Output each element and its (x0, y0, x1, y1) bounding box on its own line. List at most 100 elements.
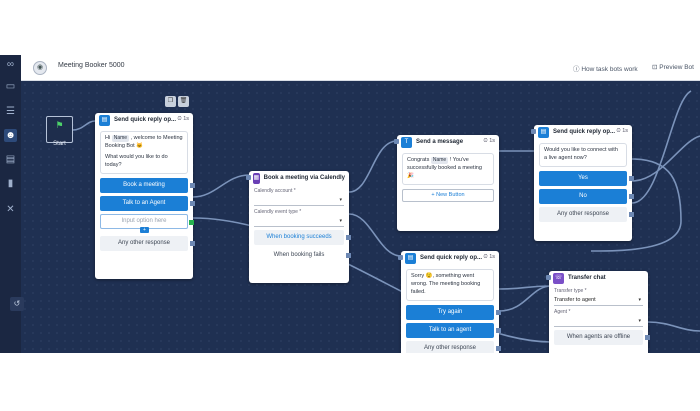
quick-reply-node-live-agent[interactable]: ▤ Send quick reply op... ⏲ 1s Would you … (531, 125, 634, 241)
node-header: ▤ Send quick reply op... ⏲ 1s (401, 251, 499, 265)
bot-name[interactable]: Meeting Booker 5000 (58, 62, 125, 69)
flow-canvas[interactable]: ⚑ Start ❐ 🗑 ▤ Send quick reply op... ⏲ 1… (21, 81, 700, 353)
question-text: What would you like to do today? (105, 153, 168, 168)
output-port[interactable] (346, 253, 351, 258)
output-port[interactable] (629, 193, 634, 199)
chevron-down-icon: ▾ (339, 197, 342, 203)
send-message-node[interactable]: T Send a message ⏲ 1s Congrats Name ! Yo… (394, 135, 499, 231)
wire-succeeds-message (348, 140, 398, 193)
wire-start-reply1 (72, 120, 96, 131)
option-input[interactable]: Input option here+ (100, 213, 194, 233)
output-port[interactable] (629, 211, 634, 217)
node-header: ☏ Transfer chat (549, 271, 648, 285)
calendly-event-field[interactable]: Calendly event type * ▾ (254, 209, 344, 227)
option-try-again[interactable]: Try again (406, 304, 501, 320)
flag-icon: ⚑ (55, 120, 64, 130)
output-port[interactable] (629, 175, 634, 181)
start-node[interactable]: ⚑ Start (46, 116, 73, 147)
option-book-meeting[interactable]: Book a meeting (100, 177, 195, 193)
help-icon: ⓘ (573, 66, 582, 73)
quick-reply-node-failure[interactable]: ▤ Send quick reply op... ⏲ 1s Sorry 😟, s… (398, 251, 501, 353)
any-other-response[interactable]: Any other response (100, 235, 195, 251)
undo-icon[interactable]: ↺ (10, 297, 24, 311)
preview-icon: ⊡ (652, 64, 660, 71)
timer[interactable]: ⏲ 1s (483, 138, 495, 144)
output-port[interactable] (189, 219, 194, 225)
settings-icon[interactable]: ✕ (6, 204, 15, 215)
name-tag: Name (111, 135, 130, 143)
message-bubble[interactable]: Sorry 😟, something went wrong. The meeti… (406, 269, 494, 301)
app-window: ∞ ▭ ☰ ☻ ▤ ▮ ✕ ◉ Meeting Booker 5000 ⓘ Ho… (0, 55, 700, 353)
logo-icon[interactable]: ∞ (6, 59, 15, 70)
quick-reply-node-welcome[interactable]: ▤ Send quick reply op... ⏲ 1s Hi Name , … (95, 113, 195, 279)
wire-fails-reply3 (348, 213, 402, 257)
option-yes[interactable]: Yes (539, 170, 634, 186)
output-port[interactable] (645, 335, 650, 340)
timer[interactable]: ⏲ 1s (483, 254, 495, 260)
calendly-node[interactable]: ▦ Book a meeting via Calendly Calendly a… (246, 171, 351, 283)
option-no[interactable]: No (539, 188, 634, 204)
node-toolbar: ❐ 🗑 (165, 96, 189, 107)
text-icon: T (401, 136, 412, 148)
reports-icon[interactable]: ▮ (7, 178, 14, 189)
add-option-icon[interactable]: + (140, 226, 149, 233)
output-port[interactable] (496, 345, 501, 351)
trash-icon[interactable]: 🗑 (178, 96, 189, 107)
chevron-down-icon: ▾ (339, 218, 342, 224)
output-port[interactable] (190, 182, 195, 188)
output-port[interactable] (190, 240, 195, 246)
connection-lines (72, 90, 700, 343)
input-port[interactable] (398, 255, 403, 260)
wire-book-calendly (192, 174, 250, 198)
left-sidebar: ∞ ▭ ☰ ☻ ▤ ▮ ✕ (0, 55, 21, 353)
timer[interactable]: ⏲ 1s (616, 128, 628, 134)
booking-fails-output[interactable]: When booking fails (254, 248, 351, 263)
input-port[interactable] (546, 275, 551, 280)
how-task-bots-link[interactable]: ⓘ How task bots work (573, 66, 638, 73)
calendly-account-field[interactable]: Calendly account * ▾ (254, 188, 344, 206)
start-label: Start (53, 141, 66, 147)
message-bubble[interactable]: Congrats Name ! You've successfully book… (402, 153, 494, 185)
quick-reply-icon: ▤ (538, 126, 549, 138)
copy-icon[interactable]: ❐ (165, 96, 176, 107)
transfer-chat-node[interactable]: ☏ Transfer chat Transfer type * Transfer… (546, 271, 650, 353)
booking-succeeds-output[interactable]: When booking succeeds (254, 230, 351, 245)
calendar-icon: ▦ (253, 172, 260, 184)
agent-field[interactable]: Agent * ▾ (554, 309, 643, 327)
output-port[interactable] (190, 200, 195, 206)
bots-icon[interactable]: ☻ (4, 129, 17, 142)
node-header: T Send a message ⏲ 1s (397, 135, 499, 149)
preview-bot-button[interactable]: ⊡ Preview Bot (652, 64, 694, 71)
archive-icon[interactable]: ▤ (5, 154, 16, 165)
node-title: Send quick reply op... (553, 129, 616, 135)
chevron-down-icon: ▾ (638, 297, 641, 303)
messages-icon[interactable]: ☰ (6, 106, 15, 117)
clock-icon: ⏲ (483, 138, 490, 144)
timer[interactable]: ⏲ 1s (177, 116, 189, 122)
input-port[interactable] (394, 139, 399, 144)
clock-icon: ⏲ (177, 116, 184, 122)
node-title: Send a message (416, 139, 464, 145)
quick-reply-icon: ▤ (405, 252, 416, 264)
output-port[interactable] (496, 309, 501, 315)
new-button[interactable]: + New Button (402, 188, 494, 202)
option-talk-agent[interactable]: Talk to an agent (406, 322, 501, 338)
transfer-type-field[interactable]: Transfer type * Transfer to agent▾ (554, 288, 643, 306)
input-port[interactable] (246, 175, 251, 180)
top-bar: ◉ Meeting Booker 5000 ⓘ How task bots wo… (21, 55, 700, 81)
node-title: Transfer chat (568, 275, 606, 281)
any-other-response[interactable]: Any other response (406, 340, 501, 353)
input-port[interactable] (531, 129, 536, 134)
output-port[interactable] (496, 327, 501, 333)
any-other-response[interactable]: Any other response (539, 206, 634, 222)
message-bubble[interactable]: Hi Name , welcome to Meeting Booking Bot… (100, 131, 188, 174)
output-port[interactable] (346, 235, 351, 240)
option-talk-agent[interactable]: Talk to an Agent (100, 195, 195, 211)
agents-offline-output[interactable]: When agents are offline (554, 330, 650, 345)
node-header: ▦ Book a meeting via Calendly (249, 171, 349, 185)
node-header: ▤ Send quick reply op... ⏲ 1s (95, 113, 193, 127)
node-title: Book a meeting via Calendly (263, 175, 345, 181)
wire-no-out (631, 135, 700, 182)
chat-icon[interactable]: ▭ (5, 81, 16, 92)
message-bubble[interactable]: Would you like to connect with a live ag… (539, 143, 627, 167)
